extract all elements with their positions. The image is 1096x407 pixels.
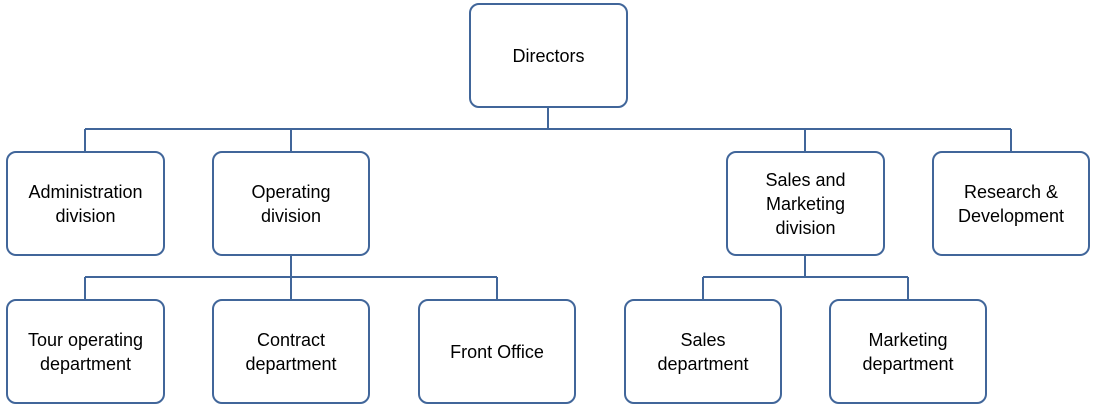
node-front-office: Front Office bbox=[418, 299, 576, 404]
node-research-development: Research & Development bbox=[932, 151, 1090, 256]
node-tour-operating-department: Tour operating department bbox=[6, 299, 165, 404]
node-marketing-department: Marketing department bbox=[829, 299, 987, 404]
node-contract-department: Contract department bbox=[212, 299, 370, 404]
node-sales-marketing-division: Sales and Marketing division bbox=[726, 151, 885, 256]
node-administration-division: Administration division bbox=[6, 151, 165, 256]
node-operating-division: Operating division bbox=[212, 151, 370, 256]
node-sales-department: Sales department bbox=[624, 299, 782, 404]
node-directors: Directors bbox=[469, 3, 628, 108]
